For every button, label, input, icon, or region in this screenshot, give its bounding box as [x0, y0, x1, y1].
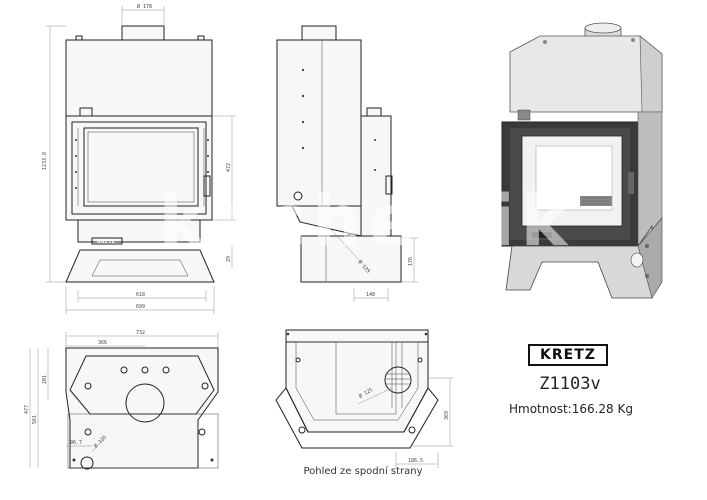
bottom-d1-dim: 369: [444, 411, 450, 420]
top-d1-dim: 201: [42, 375, 48, 384]
front-flue-dim: Ø 178: [137, 3, 152, 10]
top-pipe-offset-dim: 96.7: [70, 440, 82, 446]
top-width-dim: 732: [136, 330, 145, 336]
top-d2-dim: 477: [24, 405, 30, 414]
front-base-dim: 29: [226, 256, 232, 262]
product-render: [501, 22, 663, 299]
side-view: Ø 125 176 148: [276, 25, 418, 302]
top-view: 732 366 561 477 201 96.7 Ø 125: [24, 330, 219, 470]
front-view: Ø 178 KRETZ 1233.8: [42, 3, 236, 314]
front-outer-width-dim: 699: [136, 304, 145, 310]
front-inner-width-dim: 618: [136, 292, 145, 298]
svg-text:KRETZ: KRETZ: [97, 239, 116, 245]
weight-label: Hmotnost:166.28 Kg: [509, 402, 633, 416]
brand-logo-text: KRETZ: [540, 347, 596, 363]
brand-logo: KRETZ: [528, 344, 608, 366]
side-depth-dim: 148: [366, 292, 375, 298]
front-door-dim: 472: [226, 163, 232, 172]
top-offset-dim: 366: [98, 340, 107, 346]
side-height-dim: 176: [408, 257, 414, 266]
bottom-view: Ø 125 369 186.5: [275, 329, 454, 468]
front-height-dim: 1233.8: [42, 152, 48, 170]
top-d3-dim: 561: [32, 415, 38, 424]
model-number: Z1103v: [539, 374, 601, 394]
bottom-d2-dim: 186.5: [408, 458, 423, 464]
bottom-view-caption: Pohled ze spodní strany: [303, 466, 423, 477]
